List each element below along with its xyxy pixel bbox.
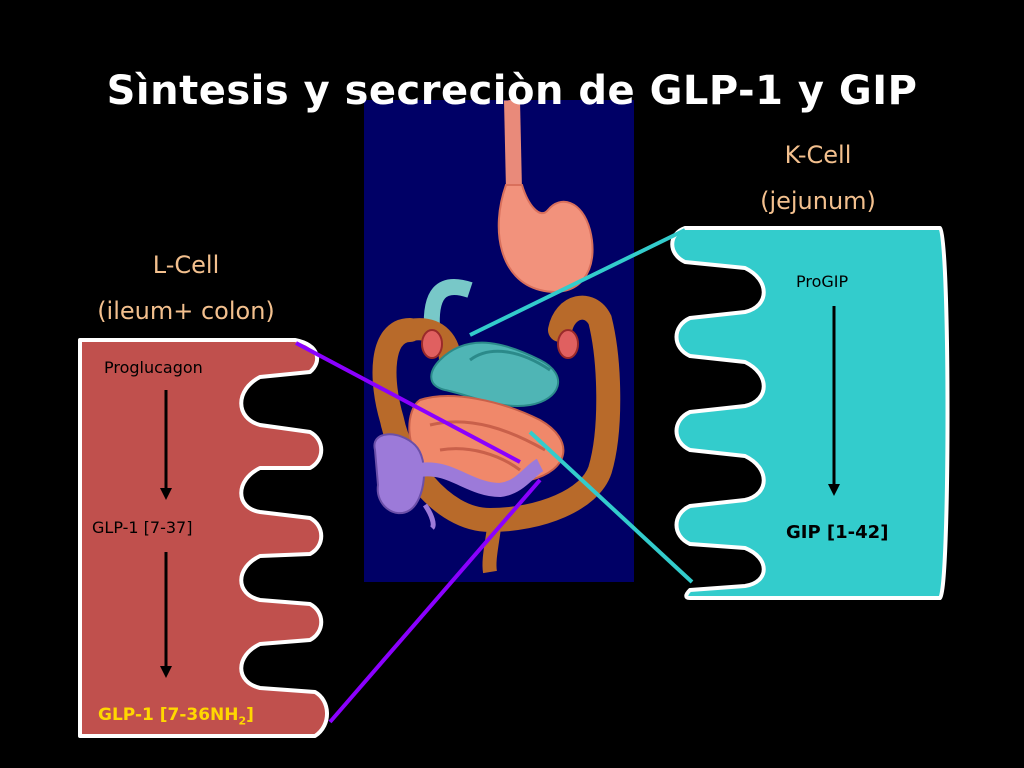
connector-k-cell-bottom (528, 430, 694, 584)
cecum (373, 433, 426, 515)
glp1-7-37-text: GLP-1 [7-37] (92, 518, 193, 537)
l-cell-location: (ileum+ colon) (97, 297, 275, 325)
l-cell-name: L-Cell (152, 251, 220, 279)
colon (372, 295, 621, 533)
connector-k-cell-top (469, 228, 686, 337)
progip-text: ProGIP (796, 272, 849, 291)
valve-left (421, 329, 443, 359)
k-cell-location: (jejunum) (760, 187, 876, 215)
glp1-7-36nh2-text: GLP-1 [7-36NH2] (98, 705, 254, 728)
k-cell-shape (670, 226, 950, 600)
page-title: Sìntesis y secreciòn de GLP-1 y GIP (106, 68, 918, 114)
rectum (482, 519, 502, 574)
connector-l-cell-bottom (328, 478, 542, 724)
esophagus (504, 99, 522, 191)
connector-l-cell-top (295, 341, 521, 464)
k-cell-name: K-Cell (784, 141, 852, 169)
proglucagon-text: Proglucagon (104, 358, 203, 377)
gip-1-42-text: GIP [1-42] (786, 522, 889, 543)
l-cell-shape (78, 338, 329, 738)
valve-right (557, 329, 579, 359)
digestive-tract-illustration (372, 99, 621, 574)
k-cell-label: K-Cell (jejunum) (738, 132, 898, 224)
l-cell-label: L-Cell (ileum+ colon) (78, 242, 294, 334)
stomach (497, 184, 594, 293)
